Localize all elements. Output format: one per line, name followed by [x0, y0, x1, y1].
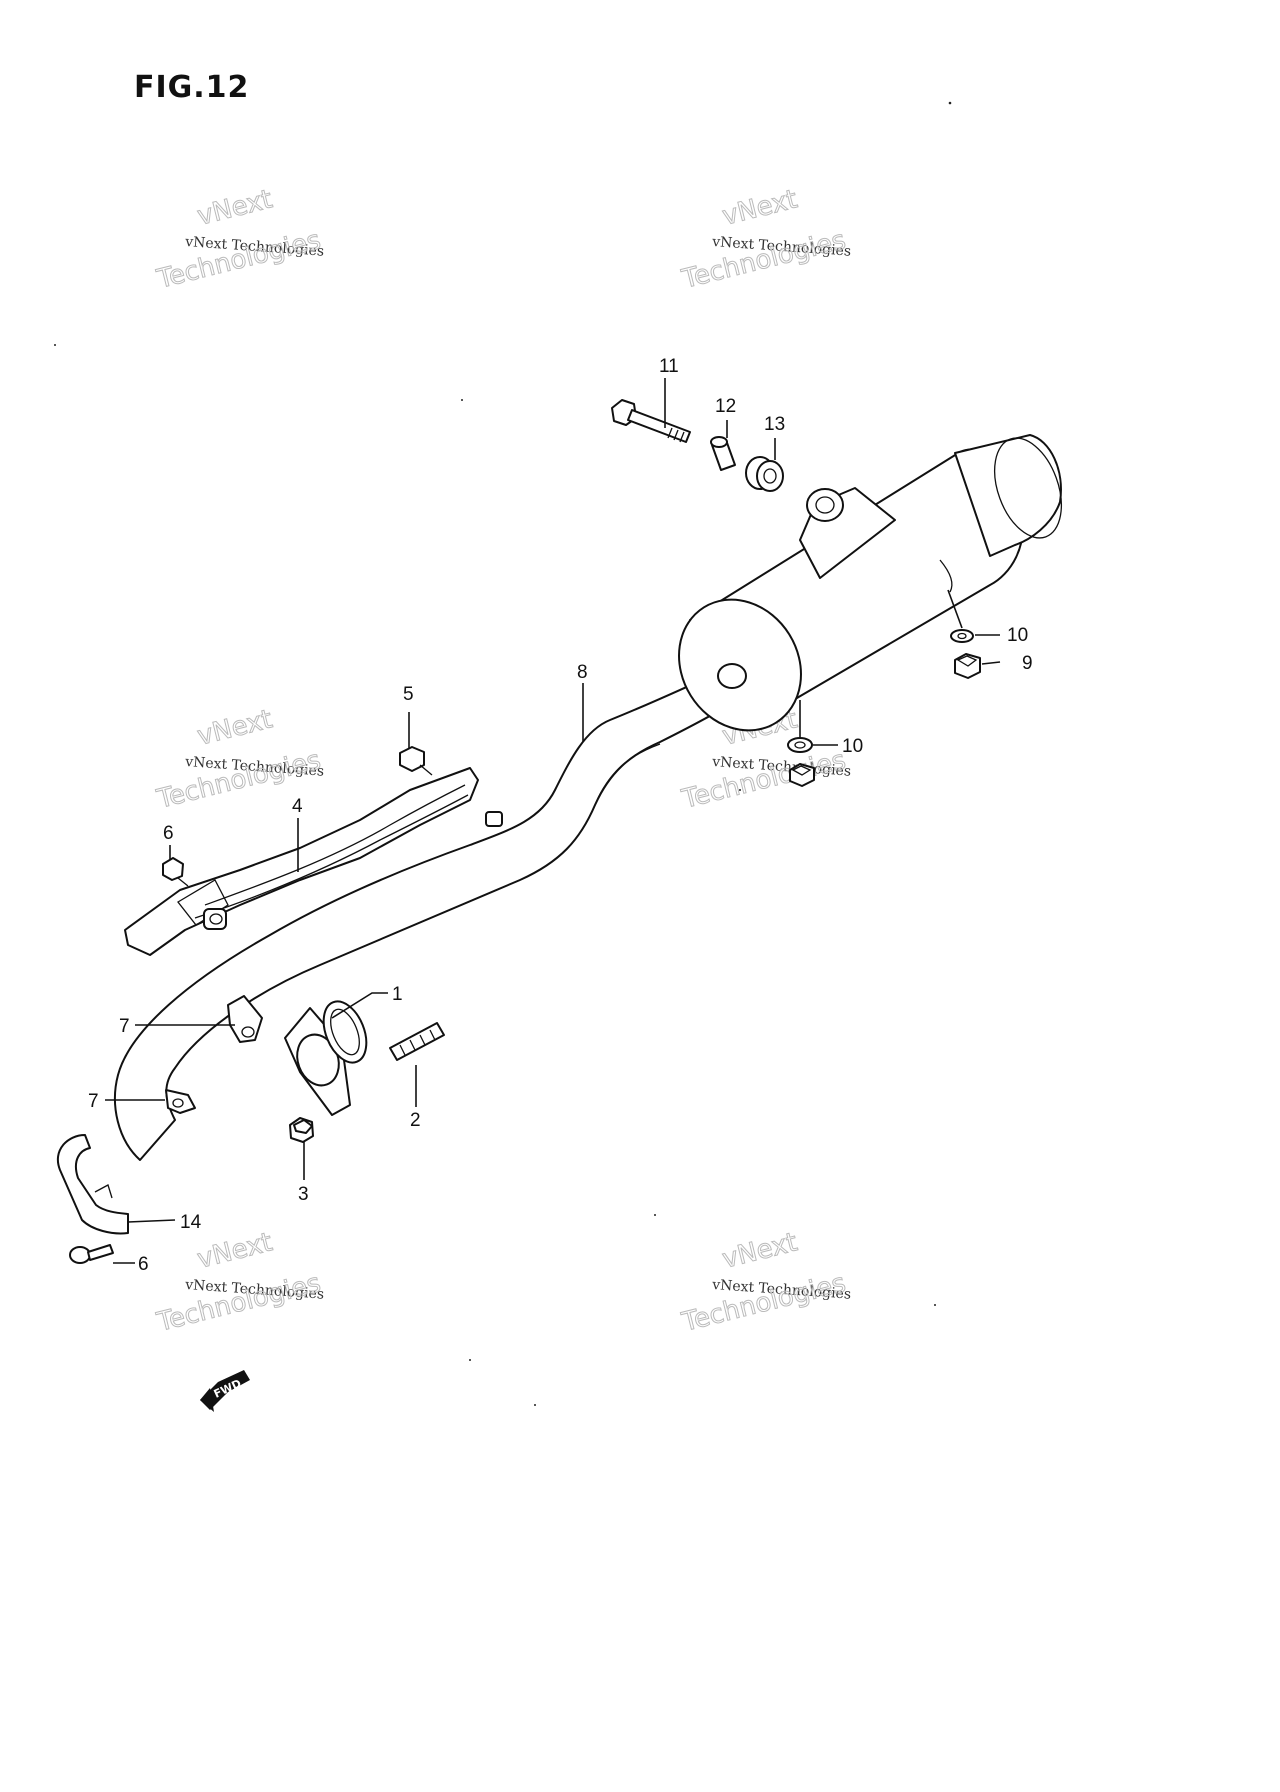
stud-bolt: [389, 1022, 445, 1061]
svg-text:vNext: vNext: [719, 184, 800, 231]
svg-text:vNext: vNext: [194, 704, 275, 751]
bolt-6-lower: [69, 1244, 114, 1264]
watermark-2: vNext vNext Technologies Technologies: [678, 184, 852, 296]
heat-shield: [124, 767, 503, 956]
muffler: [678, 434, 1062, 732]
pipe-clamp-upper: [227, 995, 263, 1043]
lower-guard: [57, 1134, 129, 1235]
scan-specks: [54, 101, 952, 1406]
callout-2: 2: [410, 1110, 421, 1131]
svg-text:Technologies: Technologies: [678, 745, 848, 815]
callout-5: 5: [403, 684, 414, 705]
callout-12: 12: [715, 396, 736, 417]
svg-text:vNext: vNext: [719, 1227, 800, 1274]
callout-1: 1: [392, 984, 403, 1005]
pipe-clamp-lower: [165, 1089, 196, 1114]
nut-9-center: [789, 763, 815, 787]
bolt-11: [611, 399, 691, 443]
leader-lines: [105, 378, 1001, 1264]
watermark-1: vNext vNext Technologies Technologies: [153, 184, 325, 296]
callout-10-right: 10: [1007, 625, 1028, 646]
callout-numbers: 11 12 13 10 9 10 8 5 4 6 1 2 3 7 7 14 6: [88, 356, 1033, 1275]
exhaust-pipe: [114, 671, 746, 1161]
fwd-arrow-icon: FWD: [200, 1370, 250, 1412]
grommet-13: [745, 456, 784, 492]
callout-7-upper: 7: [119, 1016, 130, 1037]
bolt-6-upper: [162, 857, 189, 887]
washer-10-center: [787, 737, 813, 753]
svg-text:Technologies: Technologies: [678, 225, 848, 295]
callout-13: 13: [764, 414, 785, 435]
callout-11: 11: [659, 356, 679, 377]
svg-text:Technologies: Technologies: [153, 1268, 323, 1338]
callout-6-lower: 6: [138, 1254, 149, 1275]
callout-8: 8: [577, 662, 588, 683]
figure-title: FIG.12: [134, 70, 250, 105]
callout-9: 9: [1022, 653, 1033, 674]
svg-text:Technologies: Technologies: [153, 225, 323, 295]
callout-4: 4: [292, 796, 303, 817]
svg-text:Technologies: Technologies: [678, 1268, 848, 1338]
watermark-5: vNext vNext Technologies Technologies: [153, 1227, 325, 1339]
bolt-5: [399, 746, 433, 776]
callout-10-center: 10: [842, 736, 863, 757]
exhaust-flange: [284, 1007, 351, 1116]
callout-6-upper: 6: [163, 823, 174, 844]
nut-9: [954, 653, 981, 679]
svg-text:vNext: vNext: [194, 1227, 275, 1274]
flange-nut: [289, 1117, 314, 1143]
washer-10-right: [950, 629, 974, 643]
watermark-6: vNext vNext Technologies Technologies: [678, 1227, 852, 1339]
callout-14: 14: [180, 1212, 202, 1233]
collar-12: [710, 436, 736, 471]
callout-3: 3: [298, 1184, 309, 1205]
callout-7-lower: 7: [88, 1091, 99, 1112]
svg-text:vNext: vNext: [194, 184, 275, 231]
